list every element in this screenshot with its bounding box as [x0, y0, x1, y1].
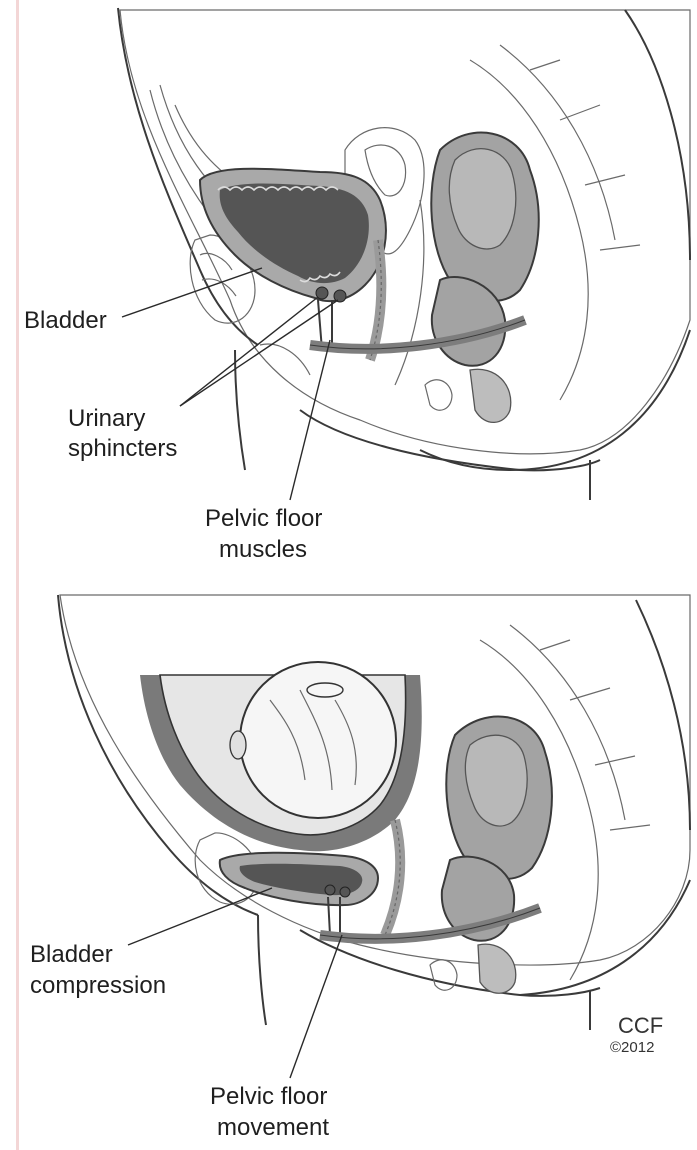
label-urinary-sphincters-line1: Urinary	[68, 405, 145, 432]
label-bladder-compression-line1: Bladder	[30, 941, 113, 968]
label-pelvic-floor-movement-line2: movement	[217, 1114, 329, 1141]
left-edge-accent	[16, 0, 19, 1150]
label-pelvic-floor-movement-line1: Pelvic floor	[210, 1083, 327, 1110]
label-pelvic-floor-muscles-line2: muscles	[219, 536, 307, 563]
credit-org: CCF	[618, 1013, 663, 1038]
label-bladder: Bladder	[24, 307, 107, 334]
label-pelvic-floor-muscles-line1: Pelvic floor	[205, 505, 322, 532]
top-panel-leaders	[122, 268, 338, 500]
bottom-panel-illustration	[58, 595, 690, 1030]
label-urinary-sphincters-line2: sphincters	[68, 435, 177, 462]
top-panel-illustration	[118, 8, 690, 500]
label-bladder-compression-line2: compression	[30, 972, 166, 999]
credit-year: ©2012	[610, 1039, 654, 1056]
